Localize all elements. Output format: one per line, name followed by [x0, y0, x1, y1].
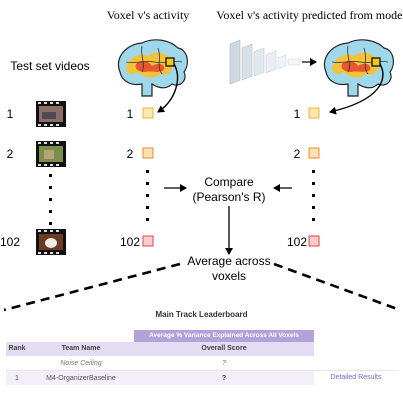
video-frame-icon: [36, 101, 66, 127]
row-index-mid: 1: [127, 107, 134, 121]
table-row: 1 M4-OrganizerBaseline ? Detailed Result…: [6, 371, 398, 385]
team-cell: Noise Ceiling: [60, 359, 102, 367]
rank-cell: 1: [15, 374, 19, 382]
score-cell: ?: [221, 374, 227, 382]
video-frame-icon: [36, 141, 66, 167]
voxel-square: [142, 147, 154, 159]
row-index-mid: 102: [120, 235, 140, 249]
column-team: Team Name: [28, 342, 134, 356]
pearson-label: (Pearson's R): [193, 190, 266, 204]
row-index-right: 2: [294, 147, 301, 161]
leaderboard-group-header-row: Average % Variance Explained Across All …: [6, 330, 398, 342]
voxel-square: [308, 147, 320, 159]
average-label: Average across: [187, 254, 270, 268]
ellipsis-dots: [49, 170, 315, 225]
brain-icon: [323, 39, 394, 97]
row-index-right: 102: [287, 235, 307, 249]
voxels-label: voxels: [212, 269, 246, 283]
zoom-line-left: [3, 262, 181, 312]
row-index-right: 1: [294, 107, 301, 121]
video-frame-icon: [36, 229, 66, 255]
voxel-square: [142, 107, 154, 119]
voxel-predicted-header: Voxel v's activity predicted from model: [216, 8, 403, 22]
voxel-square: [142, 235, 154, 247]
column-score: Overall Score: [134, 342, 314, 356]
group-header: Average % Variance Explained Across All …: [134, 330, 314, 342]
team-cell: M4-OrganizerBaseline: [46, 374, 116, 382]
brain-icon: [117, 39, 188, 97]
test-set-videos-label: Test set videos: [10, 59, 89, 73]
score-cell: ?: [222, 359, 226, 367]
row-index-left: 2: [7, 147, 14, 161]
compare-label: Compare: [204, 175, 254, 189]
neural-network-icon: [229, 39, 301, 85]
zoom-line-right: [273, 262, 401, 312]
detailed-results-link[interactable]: Detailed Results: [314, 371, 398, 385]
row-index-left: 102: [0, 235, 20, 249]
row-index-left: 1: [7, 107, 14, 121]
row-index-mid: 2: [127, 147, 134, 161]
voxel-square: [308, 235, 320, 247]
table-row: Noise Ceiling ?: [6, 356, 398, 371]
voxel-activity-header: Voxel v's activity: [107, 8, 190, 22]
leaderboard-table: Average % Variance Explained Across All …: [6, 330, 398, 385]
column-rank: Rank: [6, 342, 28, 356]
leaderboard-title: Main Track Leaderboard: [155, 310, 248, 319]
leaderboard-header-row: Rank Team Name Overall Score: [6, 342, 398, 356]
voxel-square: [308, 107, 320, 119]
